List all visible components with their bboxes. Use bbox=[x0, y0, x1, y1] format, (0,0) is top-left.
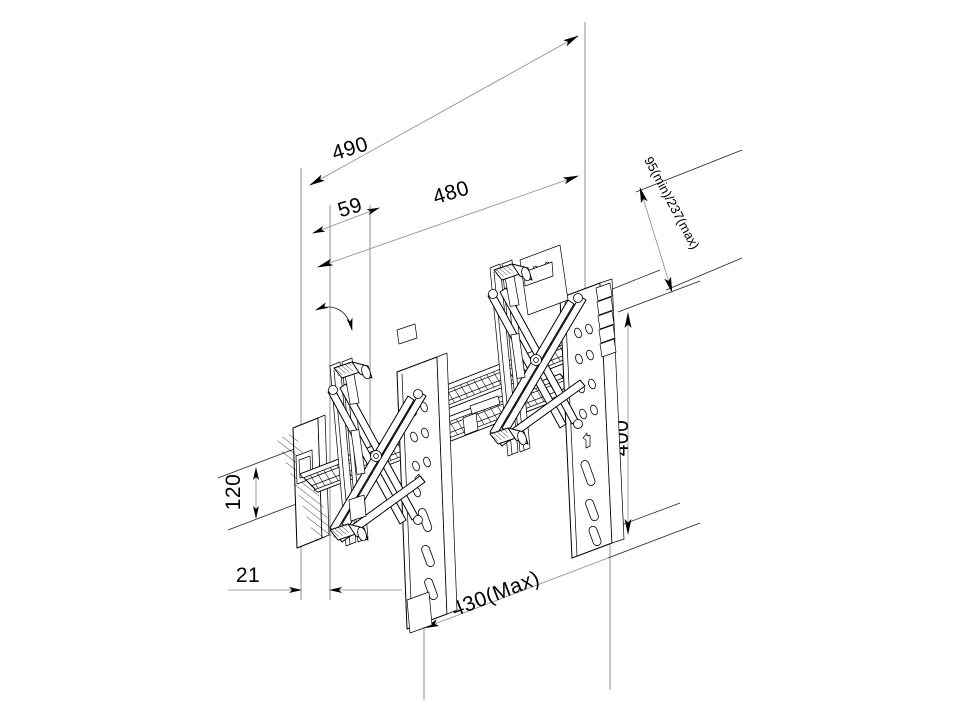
wall-slot-ladder bbox=[595, 282, 617, 358]
spring-left bbox=[343, 367, 366, 475]
mounting-slot-array-right bbox=[574, 323, 602, 547]
dimension-label-21: 21 bbox=[236, 564, 260, 587]
scissor-arm-left bbox=[327, 357, 427, 547]
pop-out-knob-lower-left bbox=[329, 523, 369, 542]
up-arrow-marking bbox=[582, 432, 591, 449]
dimension-21: 21 bbox=[228, 564, 402, 593]
scissor-arm-right bbox=[487, 259, 587, 457]
tilt-direction-arc bbox=[315, 302, 353, 331]
spring-right bbox=[503, 269, 526, 379]
pop-out-knob-upper-right bbox=[493, 263, 533, 282]
display-bracket-right bbox=[559, 278, 625, 559]
tie-bar-hooks bbox=[348, 323, 501, 522]
dimension-label-120: 120 bbox=[222, 474, 245, 511]
pop-out-knob-upper-left bbox=[333, 361, 373, 380]
wall-mount-assembly bbox=[276, 244, 625, 634]
pop-out-knob-lower-right bbox=[489, 427, 529, 446]
wall-plate-left bbox=[276, 414, 335, 549]
